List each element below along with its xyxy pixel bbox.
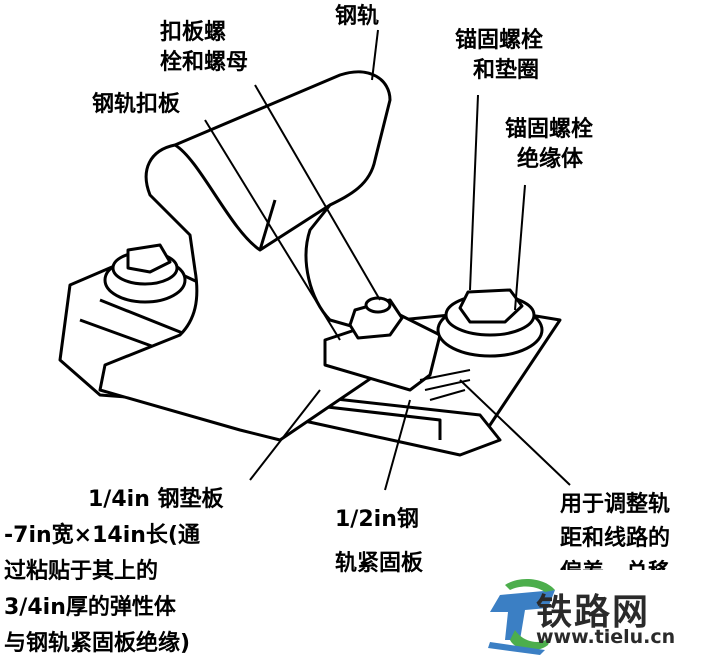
label-line: 过粘贴于其上的 xyxy=(4,559,159,584)
right-anchor-bolt xyxy=(436,288,544,358)
label-line: 1/2in钢 xyxy=(335,507,419,532)
label-adjust: 用于调整轨 距和线路的 偏差、总移 xyxy=(560,488,670,570)
label-line: 偏差、总移 xyxy=(560,556,670,570)
label-line: 扣板螺 xyxy=(160,20,227,45)
label-rail: 钢轨 xyxy=(335,4,380,29)
label-line: 和垫圈 xyxy=(473,58,540,83)
leader-lines xyxy=(204,29,571,491)
left-anchor-bolt xyxy=(103,243,187,304)
label-line: 距和线路的 xyxy=(560,526,671,551)
label-anchor-bolt-insulator: 锚固螺栓 绝缘体 xyxy=(505,115,593,175)
label-steel-plate: 1/4in 钢垫板 -7in宽×14in长(通 过粘贴于其上的 3/4in厚的弹… xyxy=(4,482,224,662)
label-line: -7in宽×14in长(通 xyxy=(4,523,200,548)
label-fastening-plate: 1/2in钢 轨紧固板 xyxy=(335,498,423,586)
label-line: 用于调整轨 xyxy=(560,492,671,517)
label-line: 锚固螺栓 xyxy=(455,28,544,53)
label-clip-bolt: 扣板螺 栓和螺母 xyxy=(160,18,248,78)
label-rail-clip: 钢轨扣板 xyxy=(92,92,181,117)
label-line: 3/4in厚的弹性体 xyxy=(4,595,176,620)
watermark-url: www.tielu.cn xyxy=(536,626,676,648)
label-line: 与钢轨紧固板绝缘) xyxy=(4,631,191,656)
label-line: 锚固螺栓 xyxy=(505,117,594,142)
label-line: 绝缘体 xyxy=(517,147,584,172)
label-line: 栓和螺母 xyxy=(160,50,249,75)
label-line: 1/4in 钢垫板 xyxy=(88,487,224,512)
label-anchor-bolt-washer: 锚固螺栓 和垫圈 xyxy=(455,26,543,86)
watermark-name: 铁路网 xyxy=(536,592,651,633)
clip-bolt-nut xyxy=(348,296,404,340)
label-line: 轨紧固板 xyxy=(335,551,424,576)
